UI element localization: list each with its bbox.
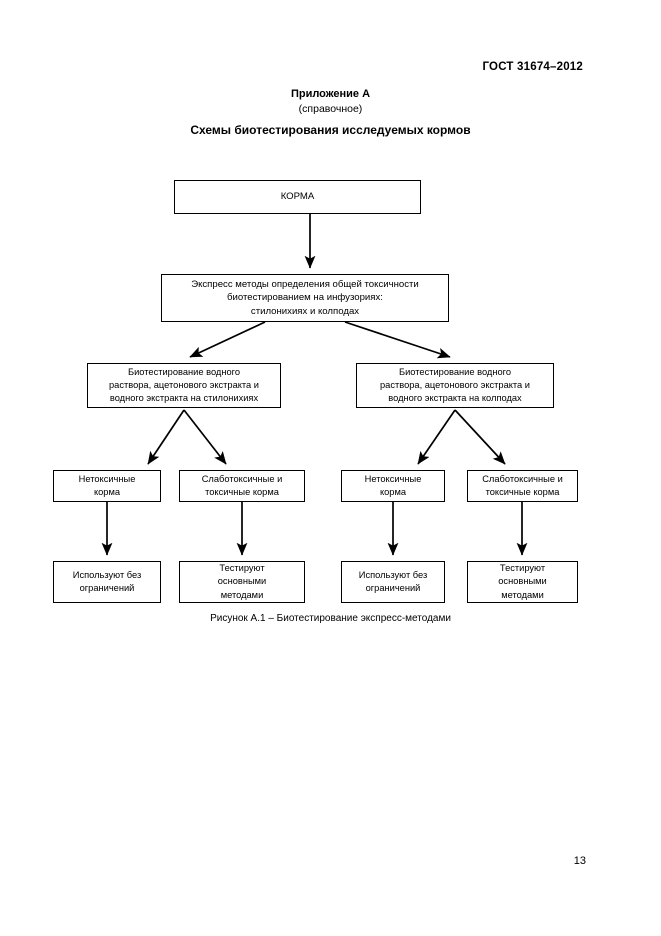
node-nontoxic-feed-right: Нетоксичные корма	[341, 470, 445, 502]
node-toxic-feed-left-label: Слаботоксичные и токсичные корма	[201, 473, 283, 497]
node-biotesting-colpoda: Биотестирование водного раствора, ацетон…	[356, 363, 554, 408]
node-use-without-restrictions-left: Используют без ограничений	[53, 561, 161, 603]
node-express-methods-label: Экспресс методы определения общей токсич…	[191, 279, 419, 317]
flowchart-diagram: КОРМА Экспресс методы определения общей …	[53, 180, 578, 603]
node-express-methods: Экспресс методы определения общей токсич…	[161, 274, 449, 322]
node-test-main-methods-left-label: Тестируют основными методами	[217, 563, 267, 600]
scheme-title: Схемы биотестирования исследуемых кормов	[190, 123, 471, 137]
standard-header: ГОСТ 31674–2012	[482, 61, 583, 73]
node-test-main-methods-right: Тестируют основными методами	[467, 561, 578, 603]
arrow-colpoda-to-nontoxic-right	[417, 409, 456, 465]
arrow-express-to-stylonychia	[189, 321, 266, 358]
node-nontoxic-feed-right-label: Нетоксичные корма	[364, 473, 422, 497]
node-biotesting-colpoda-label: Биотестирование водного раствора, ацетон…	[379, 366, 531, 404]
node-korma-label: КОРМА	[280, 191, 315, 203]
arrow-stylonychia-to-nontoxic-left	[147, 409, 185, 465]
page-number: 13	[573, 855, 586, 867]
arrow-colpoda-to-toxic-right	[454, 409, 506, 465]
node-use-without-restrictions-left-label: Используют без ограничений	[72, 569, 142, 593]
appendix-subtitle: (справочное)	[298, 103, 363, 115]
node-toxic-feed-left: Слаботоксичные и токсичные корма	[179, 470, 305, 502]
node-korma: КОРМА	[174, 180, 421, 214]
node-toxic-feed-right: Слаботоксичные и токсичные корма	[467, 470, 578, 502]
node-use-without-restrictions-right-label: Используют без ограничений	[358, 569, 428, 593]
figure-caption: Рисунок А.1 – Биотестирование экспресс-м…	[210, 613, 451, 624]
node-test-main-methods-left: Тестируют основными методами	[179, 561, 305, 603]
node-toxic-feed-right-label: Слаботоксичные и токсичные корма	[482, 473, 563, 497]
node-test-main-methods-right-label: Тестируют основными методами	[498, 563, 547, 600]
node-nontoxic-feed-left-label: Нетоксичные корма	[78, 473, 136, 497]
arrow-stylonychia-to-toxic-left	[183, 409, 227, 465]
node-use-without-restrictions-right: Используют без ограничений	[341, 561, 445, 603]
flowchart-arrow-layer	[101, 214, 528, 556]
arrow-express-to-colpoda	[344, 321, 451, 359]
node-biotesting-stylonychia: Биотестирование водного раствора, ацетон…	[87, 363, 281, 408]
node-nontoxic-feed-left: Нетоксичные корма	[53, 470, 161, 502]
appendix-title: Приложение А	[290, 88, 371, 100]
node-biotesting-stylonychia-label: Биотестирование водного раствора, ацетон…	[108, 366, 260, 404]
